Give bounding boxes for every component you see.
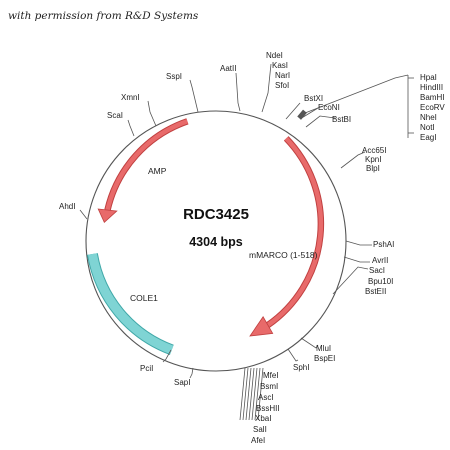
amp-label: AMP <box>148 166 167 176</box>
site-kpni: KpnI <box>365 155 381 164</box>
site-nari: NarI <box>275 71 290 80</box>
site-pshai: PshAI <box>373 240 394 249</box>
site-aatii: AatII <box>220 64 236 73</box>
site-bsmi: BsmI <box>260 382 278 391</box>
site-sfoi: SfoI <box>275 81 289 90</box>
site-eagi: EagI <box>420 133 436 142</box>
site-nhei: NheI <box>420 113 437 122</box>
mmarco-arrow-head <box>249 316 274 337</box>
site-saci: SacI <box>369 266 385 275</box>
site-kasi: KasI <box>272 61 288 70</box>
amp-arrow-shaft <box>105 119 189 211</box>
site-asci: AscI <box>258 393 274 402</box>
site-cluster-marker <box>297 109 307 120</box>
plasmid-name: RDC3425 <box>183 206 249 223</box>
cole1-arc <box>87 253 174 355</box>
site-sspi: SspI <box>166 72 182 81</box>
plasmid-size: 4304 bps <box>189 235 243 249</box>
site-sali: SalI <box>253 425 267 434</box>
site-sphi: SphI <box>293 363 309 372</box>
mmarco-label: mMARCO (1-518) <box>249 250 318 260</box>
site-ticks <box>79 63 414 421</box>
site-ahdi: AhdI <box>59 202 75 211</box>
site-bstxi: BstXI <box>304 94 323 103</box>
site-mfei: MfeI <box>263 371 279 380</box>
site-mlui: MluI <box>316 344 331 353</box>
site-pcii: PciI <box>140 364 153 373</box>
site-ecorv: EcoRV <box>420 103 445 112</box>
site-bpu10i: Bpu10I <box>368 277 393 286</box>
site-econi: EcoNI <box>318 103 340 112</box>
credit-text: with permission from R&D Systems <box>8 10 199 22</box>
site-bspei: BspEI <box>314 354 335 363</box>
site-acc65i: Acc65I <box>362 146 386 155</box>
site-sapi: SapI <box>174 378 190 387</box>
site-noti: NotI <box>420 123 435 132</box>
mmarco-arrow-shaft <box>266 136 324 327</box>
site-hindiii: HindIII <box>420 83 443 92</box>
site-xbai: XbaI <box>255 414 271 423</box>
site-scai: ScaI <box>107 111 123 120</box>
site-avrii: AvrII <box>372 256 388 265</box>
site-xmni: XmnI <box>121 93 140 102</box>
amp-arrow-head <box>97 208 118 223</box>
site-blpi: BlpI <box>366 164 380 173</box>
cole1-label: COLE1 <box>130 293 158 303</box>
site-hpai: HpaI <box>420 73 437 82</box>
site-afei: AfeI <box>251 436 265 445</box>
site-bsshii: BssHII <box>256 404 280 413</box>
site-bamhi: BamHI <box>420 93 444 102</box>
site-bstbi: BstBI <box>332 115 351 124</box>
site-bsteii: BstEII <box>365 287 386 296</box>
site-ndei: NdeI <box>266 51 283 60</box>
